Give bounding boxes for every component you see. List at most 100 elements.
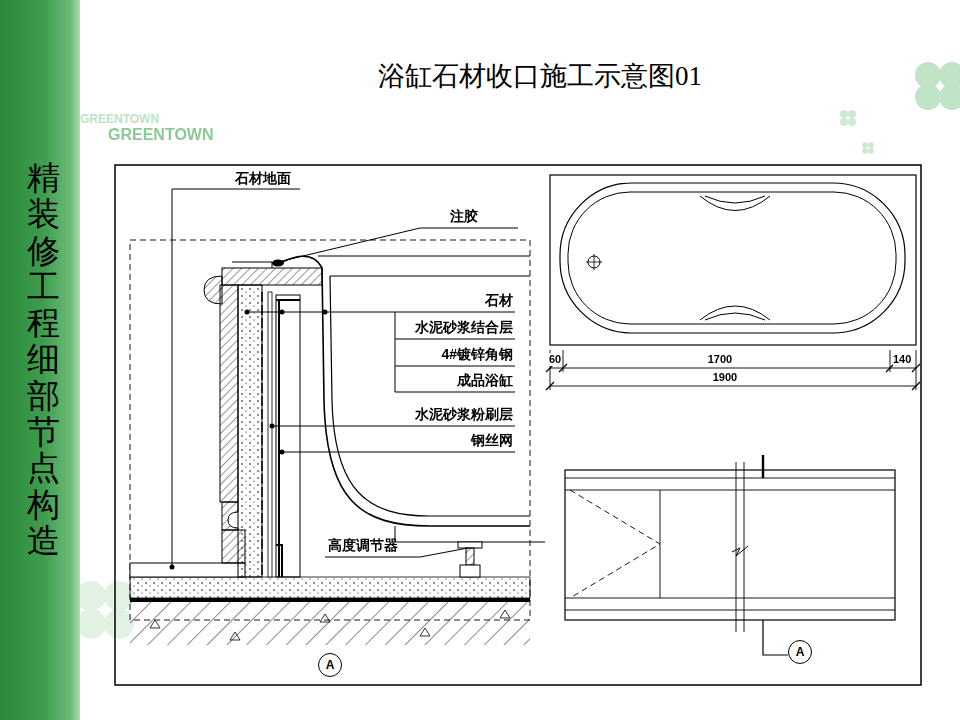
apron-wall (204, 260, 322, 578)
leader-lines-part (247, 312, 515, 392)
leader-dots-part (270, 424, 275, 429)
title: 浴缸石材收口施工示意图01 (280, 58, 800, 94)
dimension-lines-part (546, 364, 920, 390)
section-marker: A (318, 653, 342, 677)
part-label: 水泥砂浆粉刷层 (415, 406, 513, 423)
bathtub-side-section-part (732, 546, 748, 556)
clover-decoration-part-part (104, 581, 134, 611)
leader-dots-part (323, 310, 328, 315)
clover-decoration-part-part (840, 110, 848, 118)
apron-wall-part (276, 295, 300, 577)
part-label: 高度调节器 (328, 537, 398, 554)
drawing-frame-part (130, 240, 530, 620)
part-label: 石材地面 (235, 170, 291, 187)
bathtub-section-part (395, 526, 545, 542)
side-band: 精装修工程细部节点构造 (0, 0, 80, 720)
apron-wall-part (220, 285, 238, 502)
dimension-lines (546, 350, 920, 390)
bathtub-side-section-part (565, 478, 895, 610)
section-marker: A (788, 640, 812, 664)
apron-wall-part (222, 268, 322, 285)
bathtub-plan-part (700, 196, 770, 211)
height-adjuster-part (458, 542, 482, 548)
bathtub-side-section-part (763, 620, 788, 655)
clover-decoration-part-part (848, 118, 856, 126)
bathtub-plan-part (700, 306, 770, 320)
section-letter: A (796, 646, 805, 658)
apron-wall-part (276, 545, 282, 577)
leader-dots-part (245, 310, 250, 315)
leader-lines-part (282, 452, 515, 453)
apron-wall-part (261, 292, 262, 577)
leader-dots (170, 310, 328, 570)
bathtub-plan-part (586, 254, 602, 270)
clover-decoration-part-part (939, 84, 960, 110)
drawing-frame (115, 165, 921, 685)
floor-layers-part (130, 598, 530, 602)
clover-decoration-part-part (868, 148, 874, 154)
leader-lines-part (278, 228, 518, 262)
bathtub-section-part (282, 256, 530, 526)
clover-decoration-part-part (104, 609, 134, 639)
bathtub-side-section-part (762, 455, 764, 478)
bathtub-plan-part (560, 183, 905, 333)
clover-decoration-part-part (848, 110, 856, 118)
floor-layers-part (130, 602, 530, 645)
dimension: 1700 (708, 353, 732, 366)
clover-decoration-part (76, 581, 134, 639)
bathtub-side-section-part (736, 462, 744, 632)
part-label: 钢丝网 (471, 432, 513, 449)
part-label: 4#镀锌角钢 (441, 346, 513, 363)
height-adjuster-part (460, 565, 480, 577)
part-label: 成品浴缸 (457, 372, 513, 389)
vertical-heading: 精装修工程细部节点构造 (27, 160, 60, 559)
apron-wall-part (238, 285, 262, 577)
leader-dots-part (170, 565, 175, 570)
leader-lines-part (172, 189, 300, 567)
watermark: GREENTOWN (108, 125, 213, 144)
leader-lines-part (272, 426, 515, 427)
apron-wall-part (222, 502, 238, 530)
apron-wall-part (232, 262, 272, 268)
dimension-lines-part (550, 368, 916, 386)
floor-layers-part (130, 577, 530, 598)
bathtub-section-part (318, 256, 530, 276)
clover-decoration-part-part (862, 148, 868, 154)
drawing-frame-part (115, 165, 921, 685)
clover-decoration-part-part (862, 142, 868, 148)
clover-decoration-part-part (76, 609, 106, 639)
bathtub-plan (550, 175, 916, 345)
part-label: 石材 (485, 292, 513, 309)
dimension-lines-part (550, 350, 916, 390)
part-label: 水泥砂浆结合层 (415, 319, 513, 336)
apron-wall-part (268, 292, 272, 577)
clover-decoration-part-part (868, 142, 874, 148)
dimension: 140 (893, 353, 911, 366)
section-letter: A (326, 659, 335, 671)
leader-dots-part (280, 450, 285, 455)
floor-layers (130, 563, 530, 645)
bathtub-side-section-part (565, 470, 895, 620)
floor-layers-part (130, 563, 245, 577)
watermark: GREENTOWN (80, 112, 159, 126)
bathtub-plan-part (550, 175, 916, 345)
apron-wall-part (276, 300, 300, 577)
part-label: 注胶 (450, 208, 478, 225)
clover-decoration-part (862, 142, 874, 154)
clover-decoration-part-part (939, 62, 960, 88)
bathtub-plan-part (568, 192, 896, 324)
bathtub-section (282, 256, 545, 542)
bathtub-side-section (565, 455, 895, 655)
clover-decoration-part-part (915, 84, 941, 110)
height-adjuster (458, 542, 482, 577)
clover-decoration (76, 62, 960, 639)
height-adjuster-part (466, 548, 474, 565)
clover-decoration-part-part (76, 581, 106, 611)
bathtub-side-section-part (570, 490, 660, 598)
dimension: 1900 (713, 371, 737, 384)
floor-layers-part (150, 610, 510, 640)
clover-decoration-part-part (840, 118, 848, 126)
apron-wall-part (204, 276, 222, 304)
clover-decoration-part (915, 62, 960, 110)
